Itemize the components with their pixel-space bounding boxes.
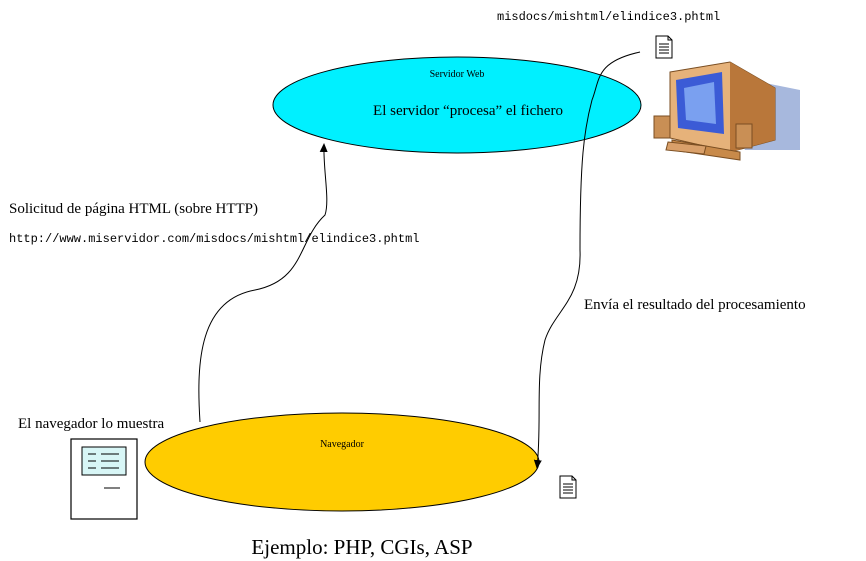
request-url: http://www.miservidor.com/misdocs/mishtm… (9, 232, 419, 246)
document-icon (655, 35, 673, 59)
footer-caption: Ejemplo: PHP, CGIs, ASP (251, 535, 472, 559)
response-arrow (533, 51, 641, 469)
computer-icon (653, 61, 800, 161)
request-label: Solicitud de página HTML (sobre HTTP) (9, 201, 258, 217)
browser-shows-label: El navegador lo muestra (18, 416, 165, 432)
document-icon (559, 475, 577, 499)
server-ellipse (272, 56, 642, 154)
browser-ellipse (144, 412, 540, 512)
request-arrow (198, 143, 328, 423)
server-title: Servidor Web (430, 69, 485, 80)
browser-window-icon (70, 438, 138, 520)
browser-title: Navegador (320, 439, 365, 450)
server-caption: El servidor “procesa” el fichero (373, 103, 563, 119)
response-label: Envía el resultado del procesamiento (584, 297, 806, 313)
top-path-label: misdocs/mishtml/elindice3.phtml (497, 10, 720, 24)
